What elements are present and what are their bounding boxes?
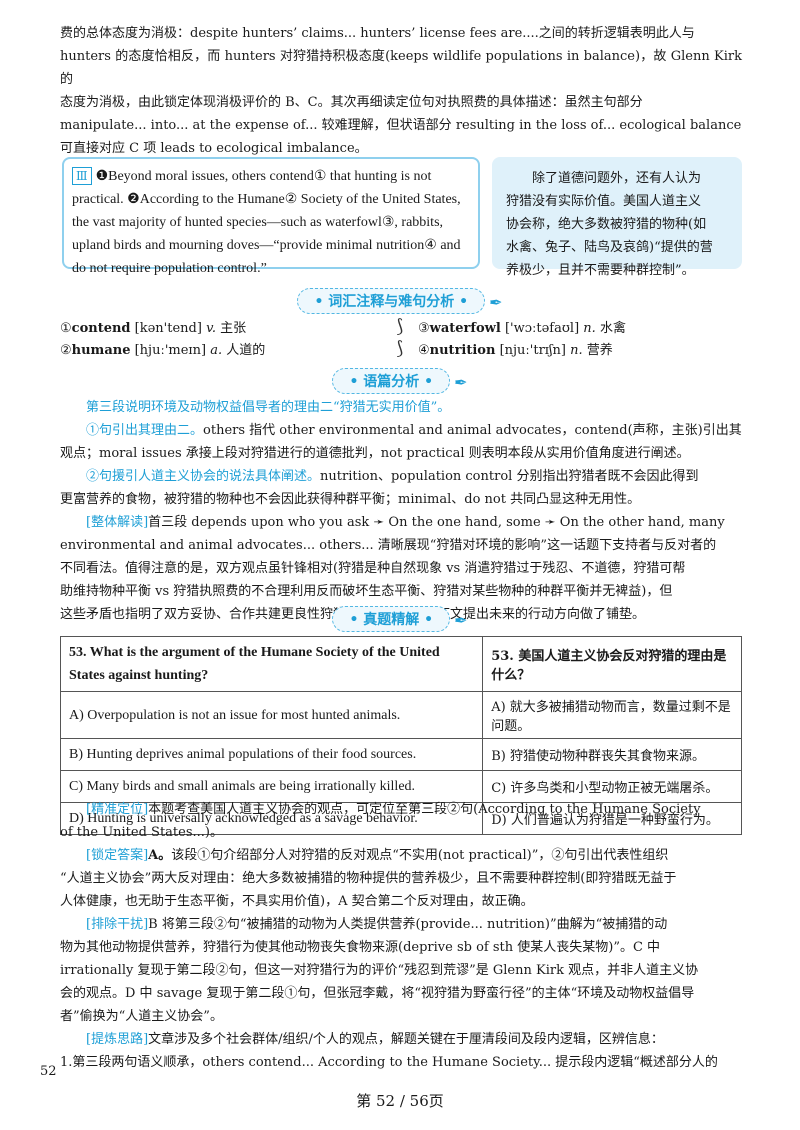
- analysis-line: [整体解读]首三段 depends upon who you ask ➛ On …: [86, 515, 725, 530]
- vocab-item: ②humane [hjuː'meɪn] a. 人道的: [60, 343, 266, 358]
- option-en: C) Many birds and small animals are bein…: [59, 770, 484, 803]
- intro-line: 费的总体态度为消极：despite hunters’ claims... hun…: [60, 26, 695, 41]
- passage-line: the vast majority of hunted species—such…: [72, 215, 444, 230]
- passage-line: do not require population control.”: [72, 261, 267, 276]
- translation-line: 养极少，且并不需要种群控制”。: [506, 263, 695, 278]
- intro-line: 态度为消极，由此锁定体现消极评价的 B、C。其次再细读定位句对执照费的具体描述：…: [60, 95, 643, 110]
- intro-line: hunters 的态度恰相反，而 hunters 对狩猎持积极态度(keeps …: [60, 49, 742, 87]
- option-en: B) Hunting deprives animal populations o…: [59, 738, 484, 771]
- option-cn: A) 就大多被捕猎动物而言，数量过剩不是问题。: [482, 691, 742, 739]
- analysis-line: ①句引出其理由二。others 指代 other environmental a…: [86, 423, 742, 438]
- solution-line: [精准定位]本题考查美国人道主义协会的观点，可定位至第三段②句(Accordin…: [86, 802, 701, 817]
- solution-line: [排除干扰]B 将第三段②句“被捕猎的动物为人类提供营养(provide... …: [86, 917, 668, 932]
- question-cn: 53. 美国人道主义协会反对狩猎的理由是什么？: [482, 636, 742, 692]
- translation-box: 除了道德问题外，还有人认为 狩猎没有实际价值。美国人道主义 协会称，绝大多数被狩…: [492, 157, 742, 278]
- analysis-line: 不同看法。值得注意的是，双方观点虽针锋相对(狩猎是种自然现象 vs 消遣狩猎过于…: [60, 561, 686, 576]
- analysis-line: environmental and animal advocates... ot…: [60, 538, 717, 553]
- quill-icon: ✒: [454, 373, 468, 392]
- option-cn: C) 许多鸟类和小型动物正被无端屠杀。: [482, 770, 742, 803]
- analysis-line: 观点；moral issues 承接上段对狩猎进行的道德批判，not pract…: [60, 446, 690, 461]
- solution-line: 人体健康，也无助于生态平衡，不具实用价值)，A 契合第二个反对理由，故正确。: [60, 894, 534, 909]
- vocab-item: ①contend [kən'tend] v. 主张: [60, 321, 247, 336]
- vocab-heading: • 词汇注释与难句分析 •✒: [0, 288, 800, 314]
- table-row: D) Hunting is universally acknowledged a…: [59, 802, 742, 835]
- solution-line: 会的观点。D 中 savage 复现于第二段①句，但张冠李戴，将“视狩猎为野蛮行…: [60, 986, 695, 1001]
- table-row: B) Hunting deprives animal populations o…: [59, 738, 742, 771]
- analysis-section: 第三段说明环境及动物权益倡导者的理由二“狩猎无实用价值”。 ①句引出其理由二。o…: [60, 396, 742, 626]
- page-number: 52: [40, 1064, 57, 1079]
- analysis-line: 助维持物种平衡 vs 狩猎执照费的不合理利用反而破坏生态平衡、狩猎对某些物种的种…: [60, 584, 673, 599]
- intro-line: manipulate... into... at the expense of.…: [60, 118, 742, 133]
- intro-paragraph: 费的总体态度为消极：despite hunters’ claims... hun…: [60, 22, 742, 160]
- solution-line: 者”偷换为“人道主义协会”。: [60, 1009, 223, 1024]
- option-en: A) Overpopulation is not an issue for mo…: [59, 691, 484, 739]
- question-en: 53. What is the argument of the Humane S…: [59, 636, 484, 692]
- option-cn: D) 人们普遍认为狩猎是一种野蛮行为。: [482, 802, 742, 835]
- solution-line: [提炼思路]文章涉及多个社会群体/组织/个人的观点，解题关键在于厘清段间及段内逻…: [86, 1032, 664, 1047]
- intro-line: 可直接对应 C 项 leads to ecological imbalance。: [60, 141, 368, 156]
- passage-line: upland birds and mourning doves—“provide…: [72, 238, 461, 253]
- translation-line: 除了道德问题外，还有人认为: [532, 171, 702, 186]
- analysis-line: 更富营养的食物，被狩猎的物种也不会因此获得种群平衡；minimal、do not…: [60, 492, 641, 507]
- quill-icon: ✒: [489, 293, 503, 312]
- translation-line: 水禽、兔子、陆鸟及哀鸽)“提供的营: [506, 240, 713, 255]
- translation-line: 狩猎没有实际价值。美国人道主义: [506, 194, 702, 209]
- analysis-heading: • 语篇分析 •✒: [0, 368, 800, 394]
- option-en: D) Hunting is universally acknowledged a…: [59, 802, 484, 835]
- solution-line: 物为其他动物提供营养，狩猎行为使其他动物丧失食物来源(deprive sb of…: [60, 940, 661, 955]
- passage-line: practical. ❷According to the Humane② Soc…: [72, 192, 461, 207]
- solution-line: [锁定答案]A。该段①句介绍部分人对狩猎的反对观点“不实用(not practi…: [86, 848, 669, 863]
- solution-line: “人道主义协会”两大反对理由：绝大多数被捕猎的物种提供的营养极少，且不需要种群控…: [60, 871, 677, 886]
- analysis-title: 第三段说明环境及动物权益倡导者的理由二“狩猎无实用价值”。: [86, 400, 451, 415]
- solution-section: [精准定位]本题考查美国人道主义协会的观点，可定位至第三段②句(Accordin…: [60, 798, 742, 1074]
- solution-line: of the United States...)。: [60, 825, 223, 840]
- vocab-item: ③waterfowl ['wɔːtəfaʊl] n. 水禽: [418, 321, 626, 336]
- quill-icon: ✒: [454, 611, 468, 630]
- translation-line: 协会称，绝大多数被狩猎的物种(如: [506, 217, 707, 232]
- exam-heading: • 真题精解 •✒: [0, 606, 800, 632]
- table-row: 53. What is the argument of the Humane S…: [59, 636, 742, 692]
- divider-icon: ⟆: [396, 338, 404, 359]
- table-row: A) Overpopulation is not an issue for mo…: [59, 691, 742, 739]
- vocab-item: ④nutrition [njuː'trɪʃn] n. 营养: [418, 343, 613, 358]
- solution-line: 1.第三段两句语义顺承，others contend... According …: [60, 1055, 718, 1070]
- question-table: 53. What is the argument of the Humane S…: [59, 636, 742, 835]
- solution-line: irrationally 复现于第二段②句，但这一对狩猎行为的评价“残忍到荒谬”…: [60, 963, 699, 978]
- divider-icon: ⟆: [396, 316, 404, 337]
- table-row: C) Many birds and small animals are bein…: [59, 770, 742, 803]
- analysis-line: ②句援引人道主义协会的说法具体阐述。nutrition、population c…: [86, 469, 699, 484]
- option-cn: B) 狩猎使动物种群丧失其食物来源。: [482, 738, 742, 771]
- page-indicator: 第 52 / 56页: [356, 1092, 444, 1110]
- paragraph-marker: Ⅲ: [72, 167, 92, 185]
